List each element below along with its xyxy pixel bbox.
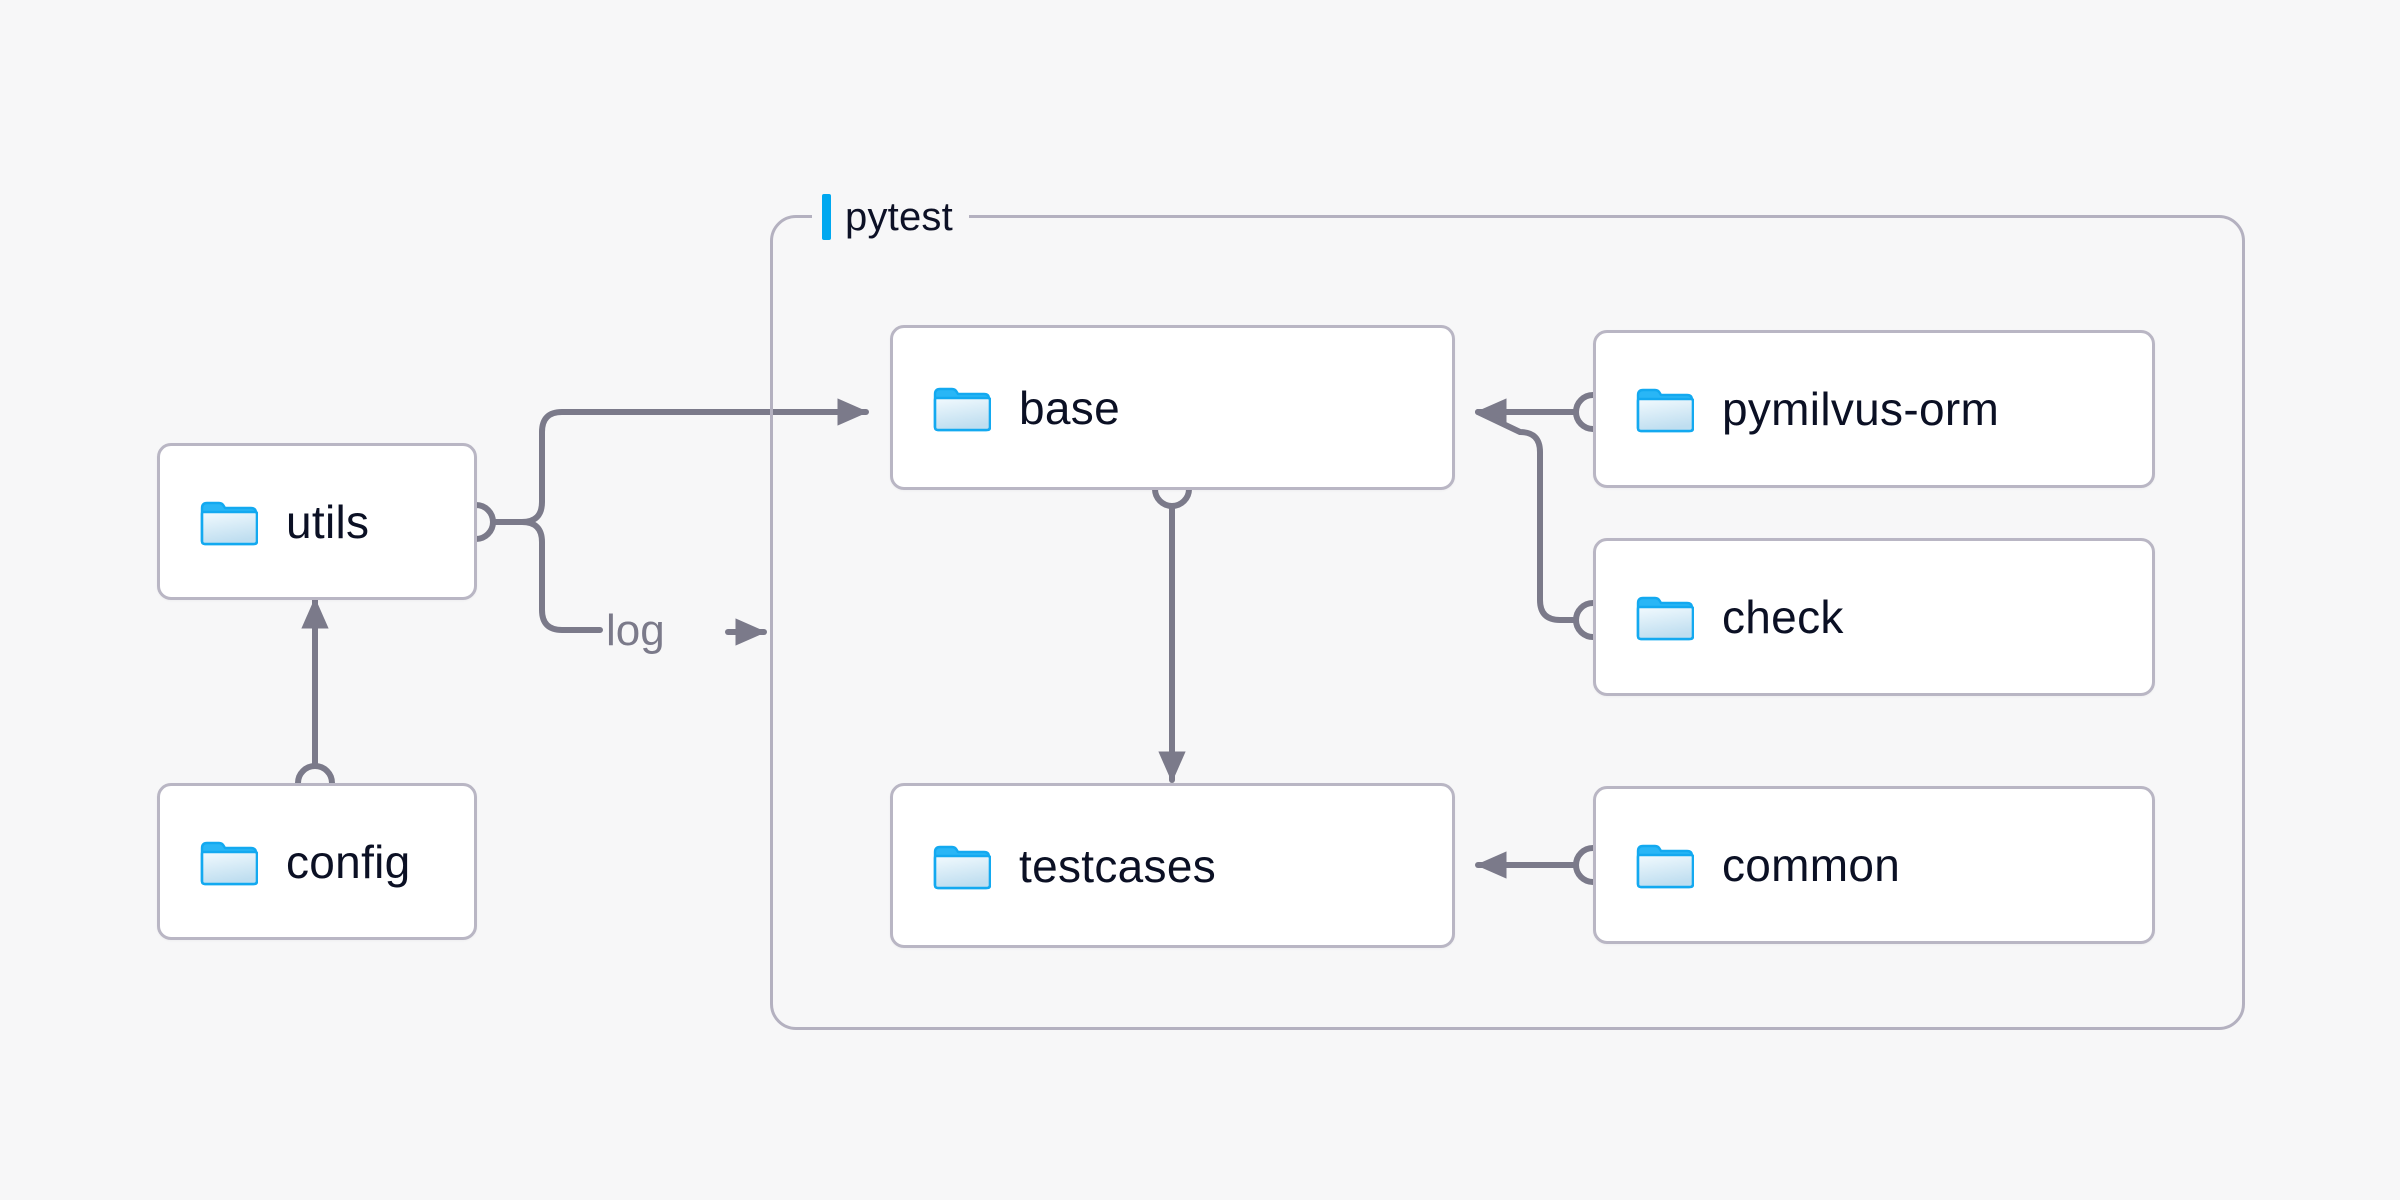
node-label: base bbox=[1019, 381, 1120, 434]
node-config[interactable]: config bbox=[157, 783, 477, 940]
node-common[interactable]: common bbox=[1593, 786, 2155, 944]
node-label: pymilvus-orm bbox=[1722, 383, 2000, 435]
folder-icon bbox=[200, 498, 258, 546]
folder-icon bbox=[200, 838, 258, 886]
accent-bar-icon bbox=[822, 194, 831, 240]
node-label: config bbox=[286, 835, 411, 888]
node-label: utils bbox=[286, 495, 370, 548]
group-label-pytest: pytest bbox=[812, 190, 969, 244]
folder-icon bbox=[1636, 593, 1694, 641]
node-label: testcases bbox=[1019, 839, 1217, 892]
edge-label-log: log bbox=[606, 606, 665, 655]
node-utils[interactable]: utils bbox=[157, 443, 477, 600]
group-container-pytest bbox=[770, 215, 2245, 1030]
group-label-text: pytest bbox=[845, 195, 953, 239]
folder-icon bbox=[933, 384, 991, 432]
node-base[interactable]: base bbox=[890, 325, 1455, 490]
folder-icon bbox=[933, 842, 991, 890]
node-check[interactable]: check bbox=[1593, 538, 2155, 696]
node-label: common bbox=[1722, 839, 1901, 891]
edge-utils-to-log bbox=[475, 519, 603, 633]
folder-icon bbox=[1636, 841, 1694, 889]
folder-icon bbox=[1636, 385, 1694, 433]
node-testcases[interactable]: testcases bbox=[890, 783, 1455, 948]
node-pymilvus-orm[interactable]: pymilvus-orm bbox=[1593, 330, 2155, 488]
node-label: check bbox=[1722, 591, 1844, 643]
